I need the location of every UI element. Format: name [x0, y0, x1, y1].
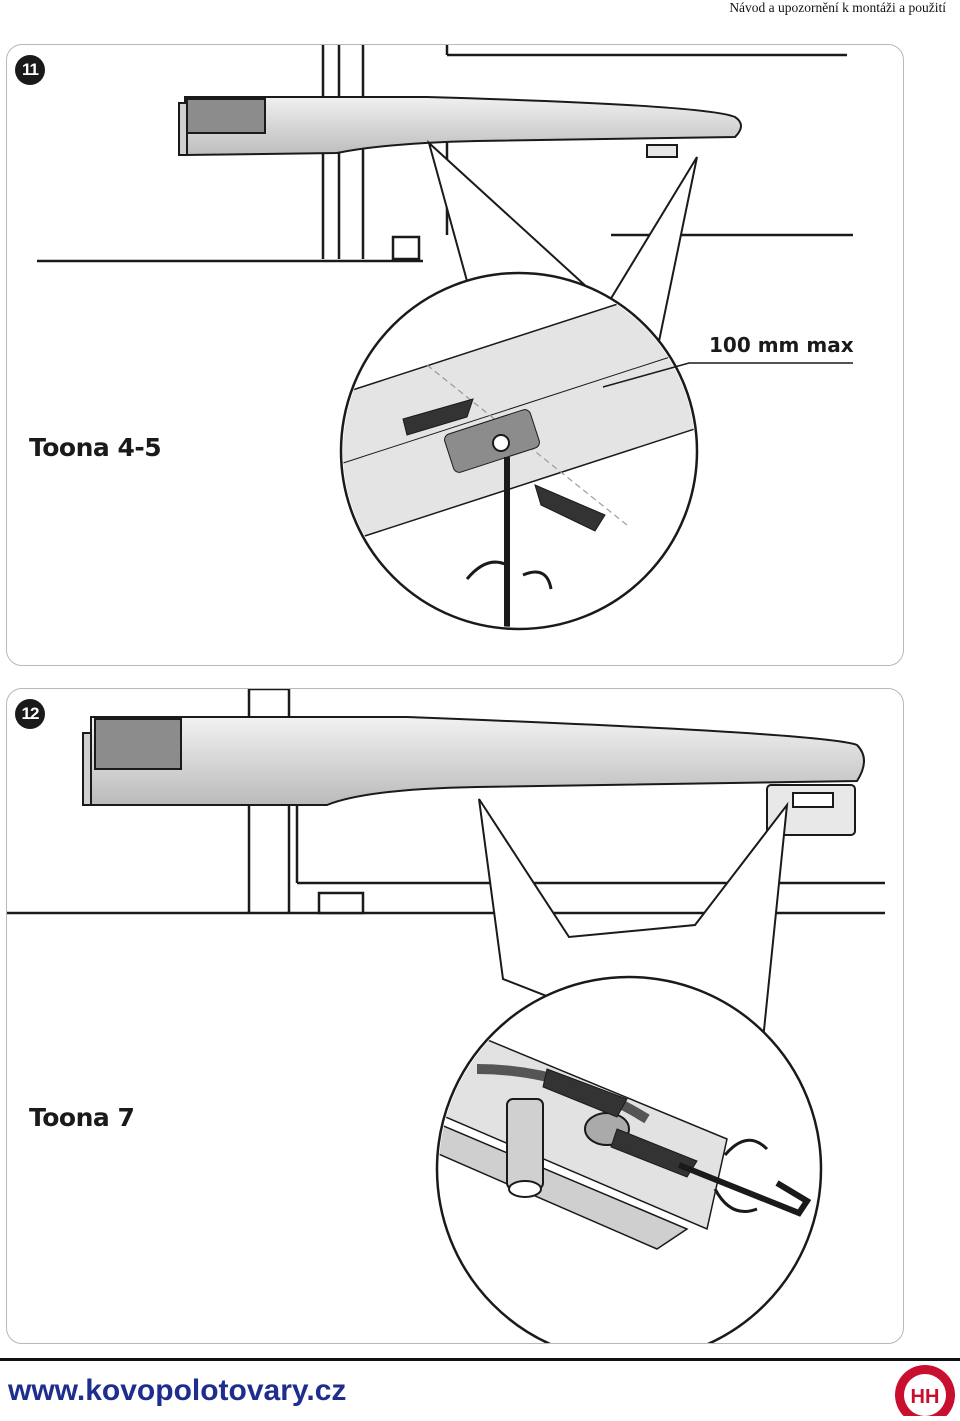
company-logo: HH: [892, 1362, 958, 1421]
figure-12-illustration: [7, 689, 885, 1343]
operator-arm-toona-7: [82, 716, 865, 836]
dimension-label: 100 mm max: [709, 333, 854, 357]
model-label: Toona 4-5: [29, 433, 162, 462]
figure-12-panel: 12 Toona 7: [6, 688, 904, 1344]
operator-arm-toona-4-5: [178, 96, 742, 158]
detail-magnifier-11: [339, 271, 699, 631]
dimension-leader: [602, 362, 853, 388]
figure-11-panel: 11 Toona 4-5 100 mm max: [6, 44, 904, 666]
figure-number-badge: 11: [15, 55, 45, 85]
document-header: Návod a upozornění k montáži a použití: [729, 0, 946, 15]
logo-letters: HH: [911, 1386, 940, 1408]
figure-11-illustration: [37, 45, 853, 631]
detail-magnifier-12: [435, 975, 823, 1343]
footer-rule: [0, 1358, 960, 1361]
gate-frame: [37, 45, 853, 263]
model-label: Toona 7: [29, 1103, 135, 1132]
figure-number-badge: 12: [15, 699, 45, 729]
website-link[interactable]: www.kovopolotovary.cz: [8, 1374, 347, 1407]
